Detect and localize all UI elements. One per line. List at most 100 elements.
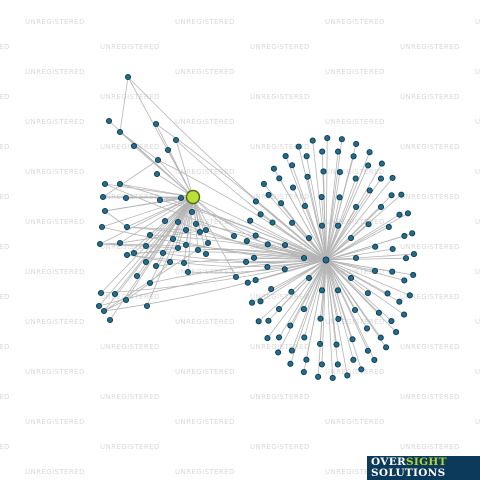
network-node[interactable] [336,194,343,201]
network-node[interactable] [393,329,400,336]
network-node[interactable] [153,170,161,178]
network-node[interactable] [389,174,396,181]
network-node[interactable] [289,184,297,191]
network-node[interactable] [202,250,210,258]
network-node[interactable] [396,298,403,305]
network-node[interactable] [401,277,408,284]
network-node[interactable] [334,222,342,229]
network-node[interactable] [116,180,124,188]
network-node[interactable] [264,241,271,248]
network-node[interactable] [344,372,351,379]
network-node[interactable] [317,315,324,322]
network-node[interactable] [123,251,131,259]
network-node[interactable] [300,306,307,313]
network-node[interactable] [334,287,342,294]
network-node[interactable] [378,160,385,167]
network-node[interactable] [248,299,256,306]
network-node[interactable] [174,244,182,252]
network-node[interactable] [371,356,378,363]
network-node[interactable] [192,220,200,228]
network-node[interactable] [363,325,371,332]
network-node[interactable] [116,239,124,247]
network-node[interactable] [366,149,373,156]
network-node[interactable] [257,211,264,218]
network-node[interactable] [410,271,417,279]
network-node[interactable] [289,219,296,226]
network-node[interactable] [265,317,272,324]
network-node[interactable] [287,360,294,367]
network-node[interactable] [384,290,391,297]
network-node[interactable] [335,148,342,155]
network-node[interactable] [99,193,107,201]
network-node[interactable] [184,268,192,276]
network-node[interactable] [156,196,164,204]
network-node[interactable] [309,137,316,144]
network-node[interactable] [146,231,154,239]
network-node[interactable] [317,340,324,347]
network-node[interactable] [352,254,360,262]
network-node[interactable] [329,374,336,381]
network-node[interactable] [116,128,124,136]
network-node[interactable] [377,203,385,210]
network-node[interactable] [349,336,356,343]
network-node[interactable] [347,274,355,282]
network-node[interactable] [375,309,382,316]
network-node[interactable] [402,255,410,262]
network-node[interactable] [276,175,283,182]
network-node[interactable] [202,226,210,234]
network-node[interactable] [172,136,180,144]
network-node[interactable] [122,194,130,202]
network-node[interactable] [204,239,212,247]
network-node[interactable] [401,232,408,239]
network-node[interactable] [388,317,395,325]
network-node[interactable] [352,175,359,182]
network-node[interactable] [281,242,289,249]
network-node[interactable] [230,232,238,240]
network-node[interactable] [142,258,150,266]
network-node[interactable] [194,246,202,254]
network-node[interactable] [315,373,322,380]
network-node[interactable] [333,341,340,348]
network-node[interactable] [101,207,109,215]
network-node[interactable] [377,334,384,341]
network-node[interactable] [264,263,271,271]
network-node[interactable] [410,251,418,258]
network-node[interactable] [347,234,355,242]
network-node[interactable] [100,307,108,315]
network-node[interactable] [252,198,259,205]
network-node[interactable] [335,315,342,323]
network-node[interactable] [282,153,289,160]
network-node[interactable] [406,292,413,299]
network-node[interactable] [372,243,379,250]
network-node[interactable] [182,241,190,249]
network-node[interactable] [389,245,396,253]
network-node[interactable] [268,286,275,293]
network-node[interactable] [401,311,408,318]
network-node[interactable] [404,210,412,217]
network-node[interactable] [182,226,190,234]
network-node[interactable] [334,361,341,368]
network-node[interactable] [305,234,313,242]
network-node[interactable] [353,203,360,210]
network-node[interactable] [161,217,169,225]
network-node[interactable] [106,316,114,324]
network-node[interactable] [242,258,250,265]
network-node[interactable] [164,146,172,154]
network-node[interactable] [146,279,154,287]
network-node[interactable] [232,273,240,281]
network-node[interactable] [300,254,308,262]
network-node[interactable] [389,268,396,275]
network-node[interactable] [255,318,262,325]
network-node[interactable] [152,120,160,128]
network-node[interactable] [264,335,271,342]
network-node[interactable] [377,175,384,182]
network-node[interactable] [383,344,390,351]
network-node[interactable] [365,162,372,169]
network-node[interactable] [365,221,372,228]
network-node[interactable] [324,135,331,142]
network-node[interactable] [105,117,113,125]
network-node[interactable] [287,322,294,329]
focus-node[interactable] [185,189,201,205]
network-node[interactable] [143,302,151,310]
network-node[interactable] [154,156,162,164]
